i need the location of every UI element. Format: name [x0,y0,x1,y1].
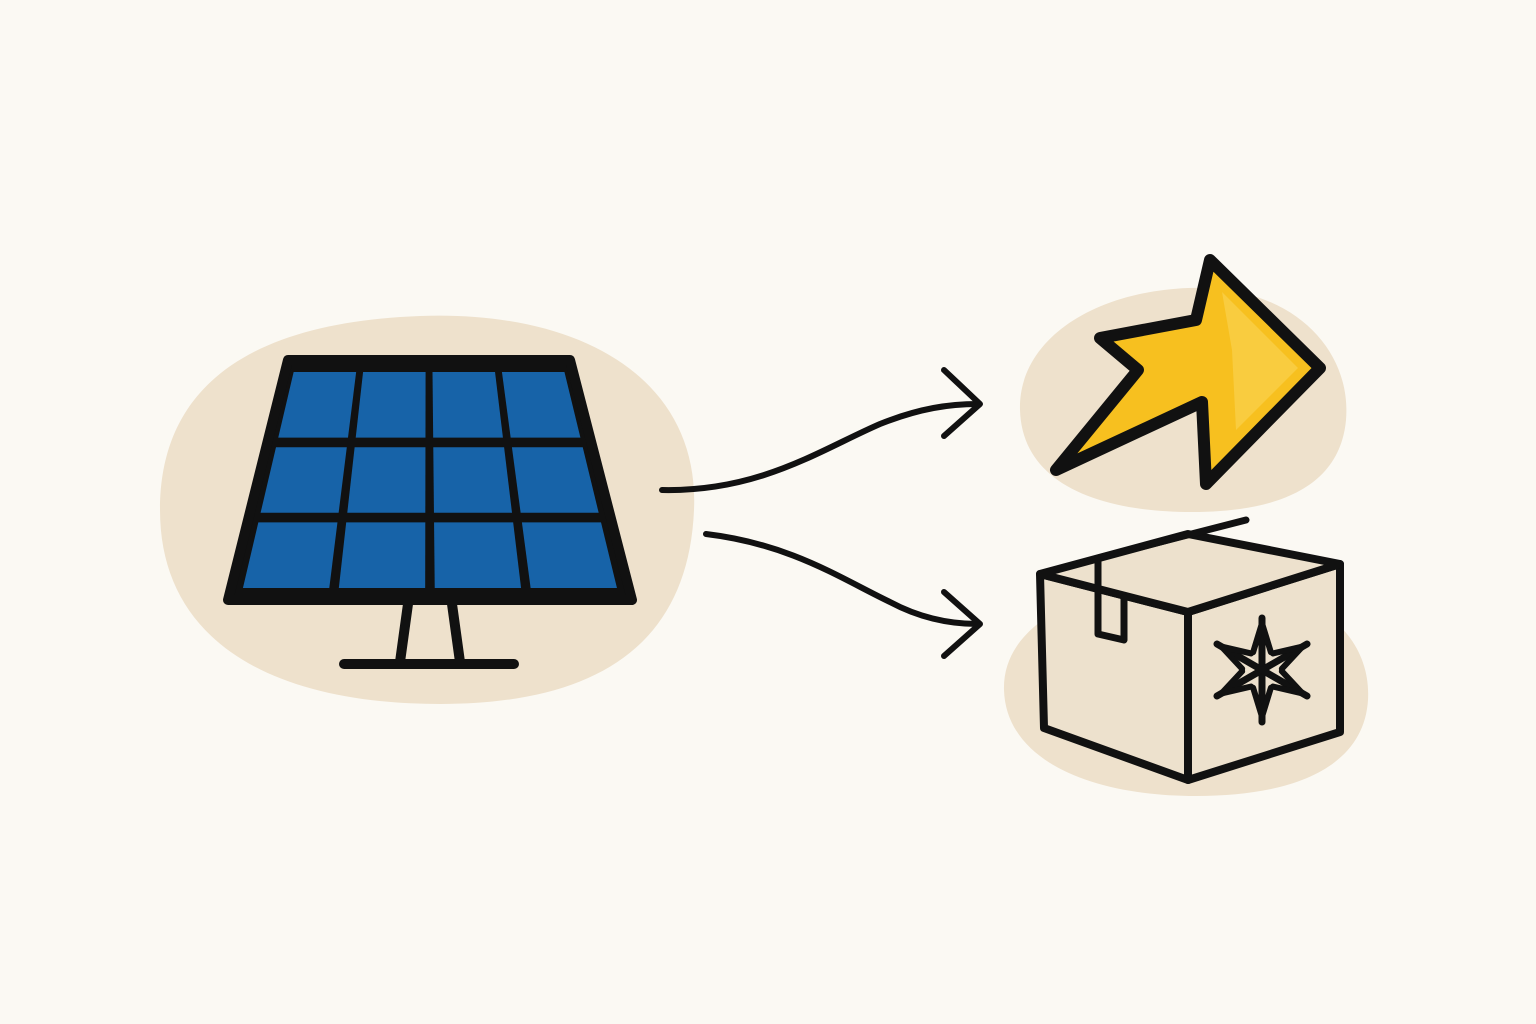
snowflake-icon [1213,614,1311,726]
solar-cell [511,447,599,513]
connector-curve-energy [659,401,981,494]
snowflake-branch [1269,668,1306,697]
solar-cell [338,522,426,588]
solar-cell [432,372,503,438]
lightning-arrow-icon [1050,254,1326,490]
connector-curve-storage [703,531,981,627]
lightning-arrow-shape [1050,254,1326,490]
cold-storage-box-icon [1036,516,1344,784]
lightning-arrow-highlight [1222,292,1298,430]
snowflake-branch [1250,684,1274,720]
solar-cell [260,447,347,513]
snowflake-branch [1250,620,1274,656]
arrowhead-energy [941,367,983,439]
solar-cell [355,372,426,438]
solar-cell [278,372,357,438]
solar-panel-icon [223,355,637,669]
panel-stand-post [395,599,465,667]
arrowhead-storage [941,589,983,659]
arrow-to-storage [703,531,983,659]
snowflake-branch [1218,668,1255,697]
solar-cell [521,522,617,588]
arrow-to-energy [659,367,983,494]
solar-cell [242,522,338,588]
solar-cell [433,447,513,513]
solar-cell [347,447,426,513]
snowflake-branch [1218,643,1255,672]
box-tape [1094,516,1250,644]
snowflake-branch [1269,643,1306,672]
solar-cell [501,372,581,438]
panel-cells [242,372,617,588]
solar-cell [434,522,522,588]
